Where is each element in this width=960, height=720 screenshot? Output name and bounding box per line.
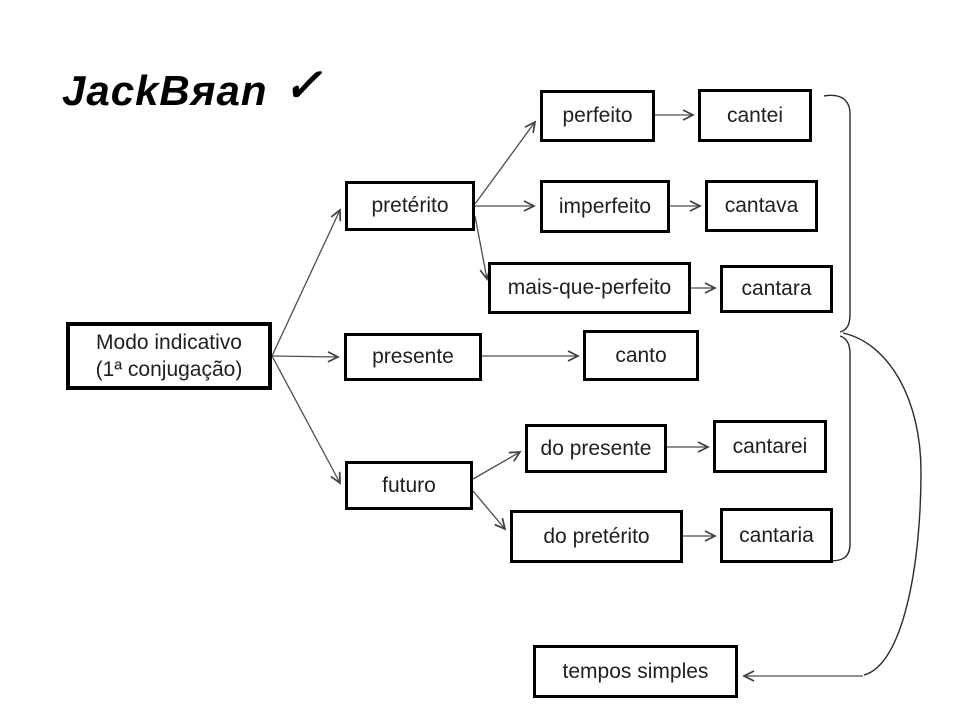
brace-bottom-half [829, 335, 851, 562]
node-cantaria: cantaria [720, 508, 833, 563]
node-label: Modo indicativo [96, 330, 242, 354]
node-label: do presente [540, 436, 652, 460]
node-preterito: pretérito [345, 181, 475, 231]
logo: JackBяan ✓ [62, 59, 323, 116]
node-cantarei: cantarei [713, 420, 827, 473]
node-mais-que-perfeito: mais-que-perfeito [488, 262, 691, 314]
node-label: cantaria [739, 523, 814, 547]
node-imperfeito: imperfeito [540, 180, 670, 233]
brace-to-tempos-arc [842, 332, 922, 676]
brace-top-half [823, 94, 851, 333]
node-label: cantei [726, 103, 784, 127]
edge-modo-preterito [271, 208, 342, 357]
node-presente: presente [344, 333, 482, 381]
node-futuro: futuro [345, 461, 473, 510]
node-cantava: cantava [705, 180, 818, 232]
node-label: canto [615, 343, 667, 367]
node-modo: Modo indicativo (1ª conjugação) [66, 322, 272, 390]
node-label: pretérito [371, 194, 449, 218]
node-label: tempos simples [562, 659, 709, 683]
edge-preterito-mais-que-perfeito [474, 215, 491, 281]
node-perfeito: perfeito [540, 90, 655, 142]
edge-modo-futuro [271, 355, 341, 485]
logo-text: JackBяan [62, 67, 268, 114]
node-canto: canto [583, 330, 699, 381]
node-tempos-simples: tempos simples [533, 645, 738, 698]
node-label: cantara [741, 277, 812, 301]
node-label: perfeito [562, 104, 633, 128]
edge-futuro-do-preterito [472, 490, 507, 531]
node-label: futuro [382, 473, 436, 497]
edge-modo-presente [271, 351, 340, 363]
node-cantei: cantei [698, 89, 812, 142]
node-sublabel: (1ª conjugação) [95, 358, 243, 381]
node-label: cantarei [732, 434, 808, 458]
node-label: cantava [724, 194, 799, 218]
edge-futuro-do-presente [472, 451, 522, 480]
edge-preterito-perfeito [474, 120, 537, 205]
node-label: imperfeito [558, 194, 652, 218]
node-cantara: cantara [720, 265, 833, 313]
node-label: mais-que-perfeito [507, 276, 672, 300]
logo-checkmark-icon: ✓ [283, 59, 324, 111]
node-label: do pretérito [543, 524, 650, 548]
node-do-presente: do presente [525, 424, 667, 473]
node-do-preterito: do pretérito [510, 510, 683, 563]
node-label: presente [372, 345, 454, 369]
